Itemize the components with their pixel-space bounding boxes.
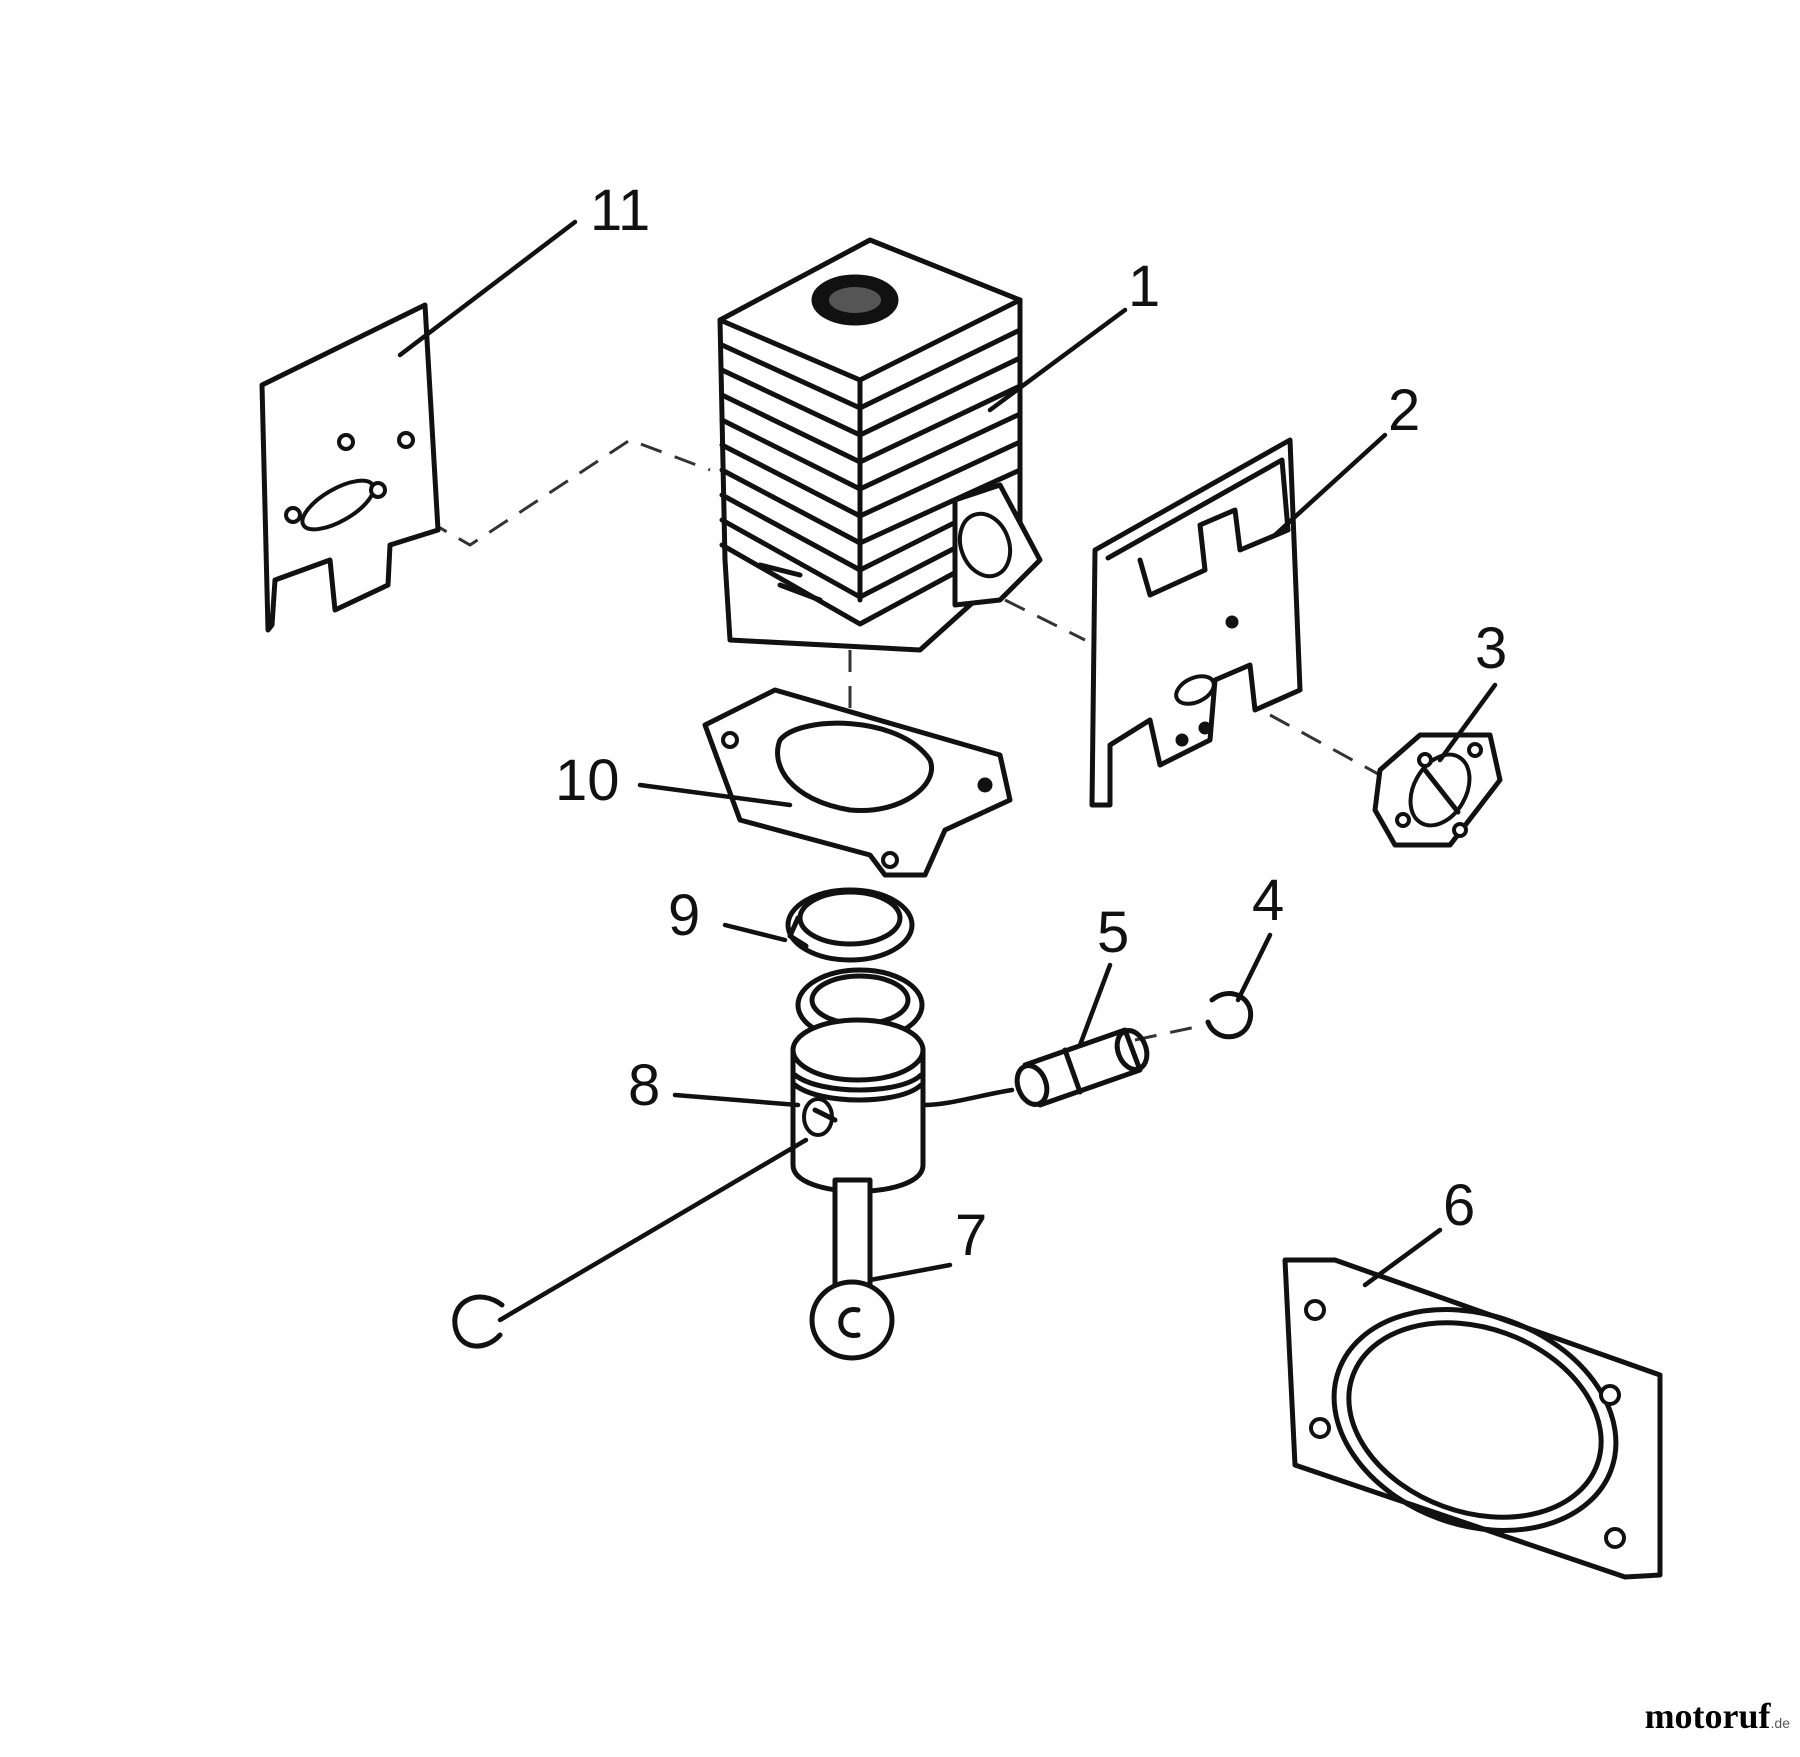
part-6-gasket (1282, 1257, 1663, 1580)
callout-7: 7 (955, 1203, 987, 1268)
callout-6: 6 (1443, 1173, 1475, 1238)
callout-9: 9 (668, 883, 700, 948)
part-10-gasket (702, 687, 1013, 878)
callout-10: 10 (555, 748, 620, 813)
callout-5: 5 (1097, 900, 1129, 965)
part-3-gasket (1372, 732, 1503, 848)
watermark-brand: motoruf (1644, 1696, 1771, 1736)
callout-4: 4 (1252, 868, 1284, 933)
part-4-circlip (1205, 991, 1254, 1040)
callout-3: 3 (1475, 616, 1507, 681)
callout-8: 8 (628, 1053, 660, 1118)
callout-1: 1 (1128, 254, 1160, 319)
callout-2: 2 (1388, 378, 1420, 443)
part-11-gasket (259, 302, 441, 633)
part-7-connecting-rod (809, 1177, 895, 1361)
part-1-cylinder (717, 237, 1043, 653)
callout-11: 11 (590, 178, 650, 243)
part-2-gasket (1089, 437, 1303, 808)
watermark-logo: motoruf.de (1645, 1695, 1790, 1737)
circlip-left (452, 1294, 505, 1349)
watermark-tld: .de (1770, 1715, 1790, 1731)
part-9-piston-ring (785, 887, 915, 963)
leader-lines (397, 219, 1498, 1323)
callout-labels: 1 2 3 4 5 6 7 8 9 10 11 (555, 178, 1507, 1268)
part-8-piston (790, 967, 926, 1194)
part-5-piston-pin (1014, 1027, 1150, 1108)
